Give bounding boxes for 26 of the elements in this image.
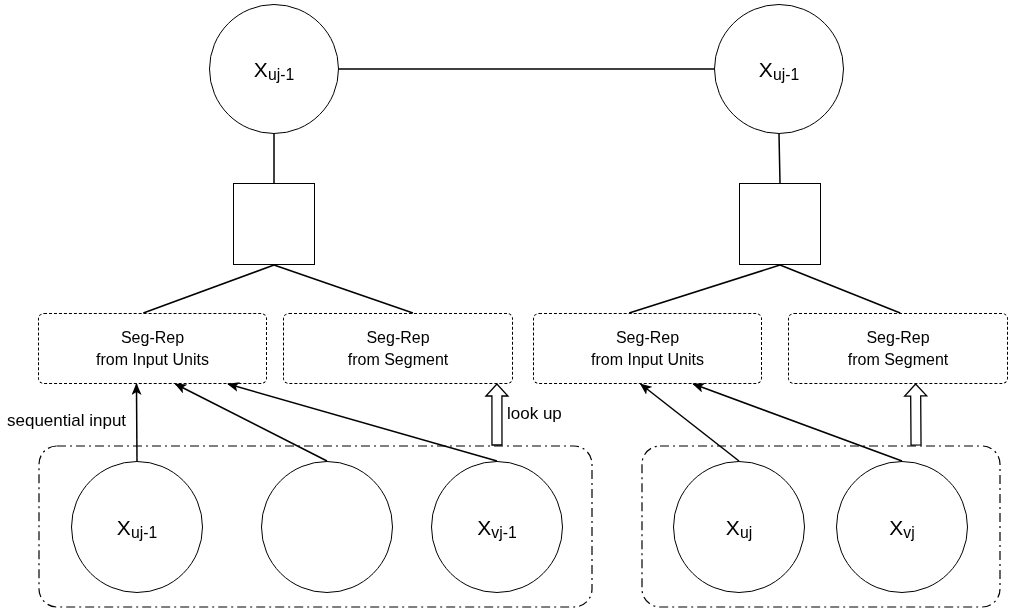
connector-line <box>142 264 275 314</box>
unit-group-box <box>641 445 1001 608</box>
connector-line <box>273 133 275 184</box>
box-subtitle: from Segment <box>847 349 949 370</box>
factor-square <box>739 183 821 265</box>
connector-line <box>779 264 901 314</box>
hollow-arrow <box>484 383 510 446</box>
unit-group-box <box>38 445 593 608</box>
connector-line <box>273 264 414 314</box>
arrow <box>131 383 142 462</box>
box-title: Seg-Rep <box>615 327 680 348</box>
box-title: Seg-Rep <box>366 327 430 348</box>
connector-line <box>778 133 781 184</box>
box-subtitle: from Segment <box>347 349 449 370</box>
seg-rep-box <box>38 313 267 384</box>
box-subtitle: from Input Units <box>96 349 209 370</box>
hollow-arrow <box>903 383 929 446</box>
box-title: Seg-Rep <box>120 327 185 348</box>
seg-rep-box <box>533 313 762 384</box>
connector-line <box>338 68 715 70</box>
box-title: Seg-Rep <box>866 327 930 348</box>
factor-square <box>233 183 315 265</box>
connector-line <box>628 264 781 314</box>
seg-rep-box <box>788 313 1008 384</box>
seg-rep-box <box>283 313 513 384</box>
box-subtitle: from Input Units <box>591 349 704 370</box>
